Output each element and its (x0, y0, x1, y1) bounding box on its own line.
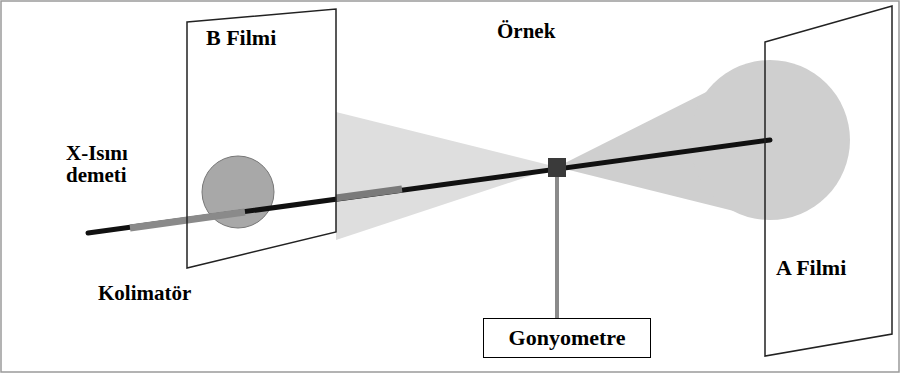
film-outline (762, 4, 896, 358)
film-sheet (765, 6, 892, 356)
film-label: A Filmi (776, 256, 846, 279)
sample-crystal (548, 158, 566, 177)
box-label: Gonyometre (509, 326, 626, 349)
collimator-label: Kolimatör (98, 282, 191, 304)
sample-label: Örnek (497, 20, 555, 42)
beam-label: X-Isını demeti (66, 142, 156, 186)
film-label: B Filmi (206, 26, 276, 49)
goniometer-box: Gonyometre (483, 318, 651, 358)
film-sheet (187, 9, 336, 268)
x-ray-beam (88, 140, 770, 233)
film-b: B Filmi (186, 8, 338, 270)
goniometer-rod (555, 176, 559, 318)
film-a: A Filmi (762, 4, 896, 358)
collimator-exit (336, 189, 402, 198)
